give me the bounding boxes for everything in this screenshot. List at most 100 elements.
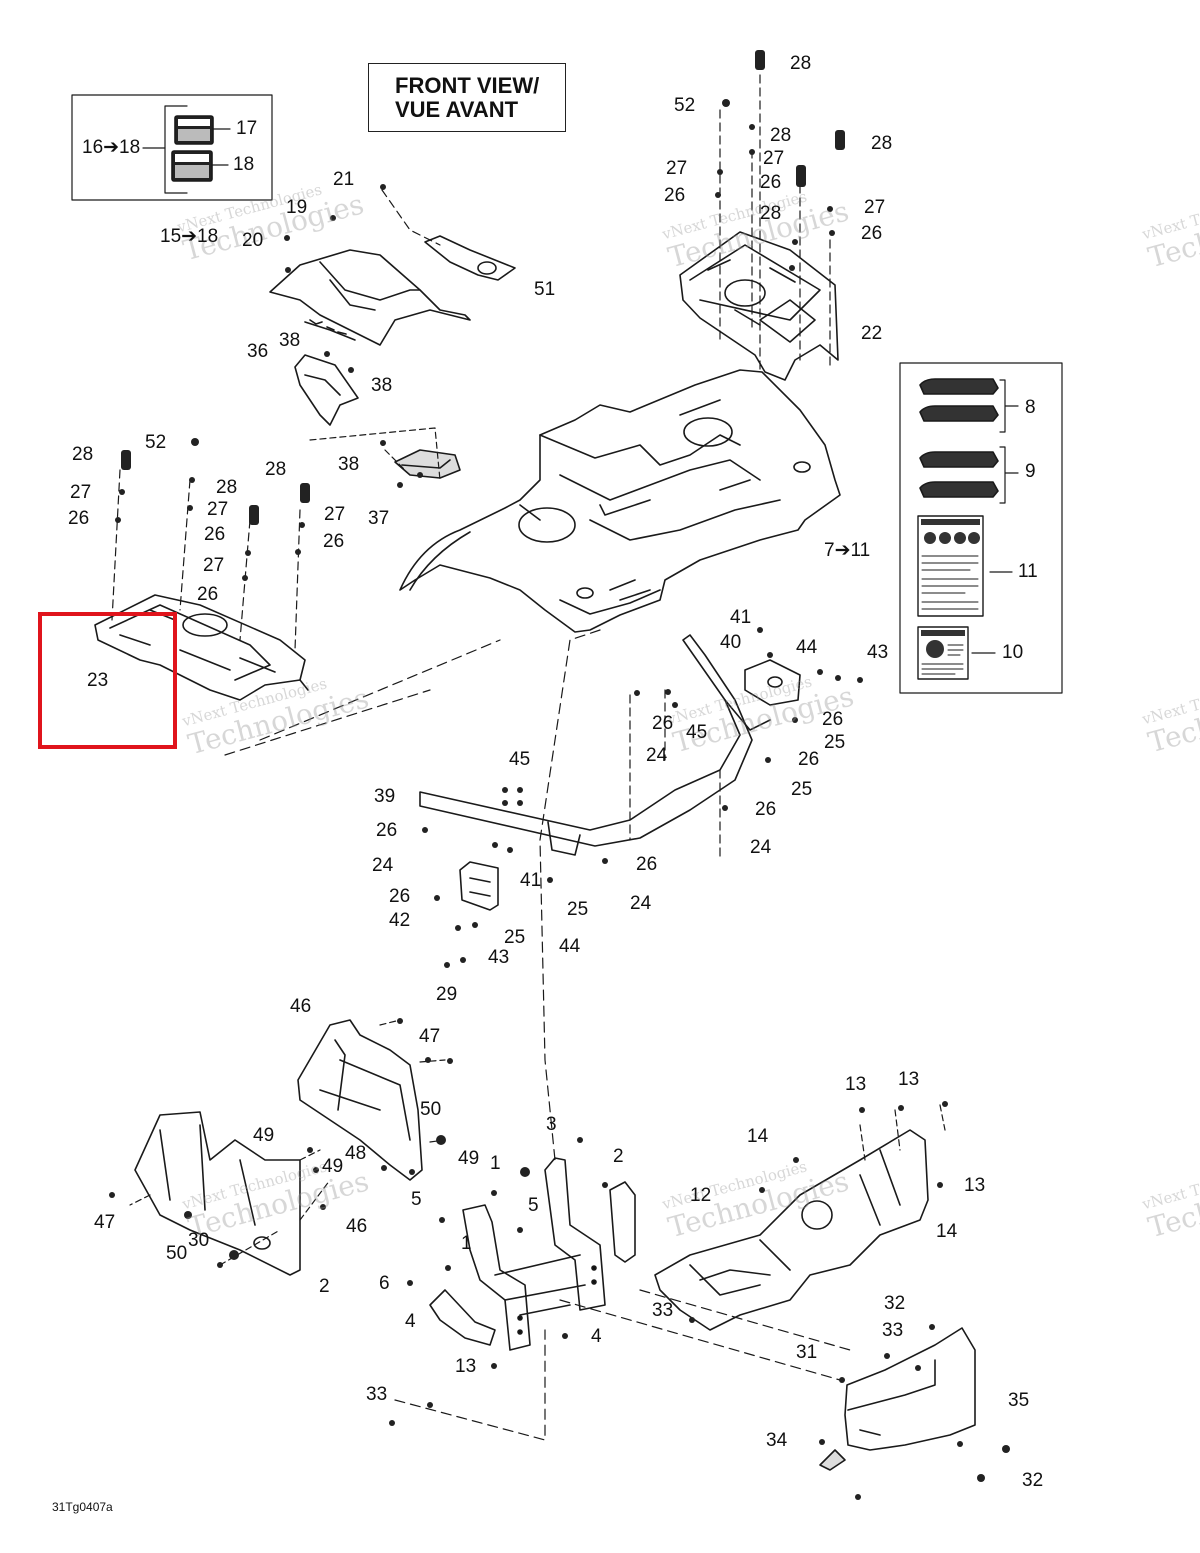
callout-label: 47 — [419, 1026, 441, 1047]
console-cover-21 — [269, 249, 471, 346]
callout-label: 37 — [368, 508, 390, 529]
callout-label: 25 — [791, 779, 813, 800]
callout-label: 24 — [372, 855, 394, 876]
front-rack-support-22 — [679, 231, 839, 381]
callout-label: 32 — [1022, 1470, 1044, 1491]
leader-lines — [111, 74, 946, 1441]
callout-label: 26 — [664, 185, 686, 206]
decal-inset-16-18 — [71, 94, 273, 201]
callout-label: 8 — [1025, 397, 1036, 418]
callout-label: 45 — [509, 749, 531, 770]
callout-label: 14 — [936, 1221, 958, 1242]
callout-label: 25 — [824, 732, 846, 753]
callout-label: 41 — [730, 607, 752, 628]
callout-label: 28 — [72, 444, 94, 465]
callout-label: 7➔11 — [824, 540, 871, 561]
view-title-line1: FRONT VIEW/ — [395, 73, 540, 98]
callout-label: 16➔18 — [82, 137, 141, 158]
callout-label: 45 — [686, 722, 708, 743]
decal-inset-8-11 — [899, 362, 1063, 694]
callout-label: 11 — [1018, 561, 1038, 582]
callout-label: 47 — [94, 1212, 116, 1233]
callout-label: 28 — [871, 133, 893, 154]
callout-label: 33 — [652, 1300, 674, 1321]
callout-label: 48 — [345, 1143, 367, 1164]
callout-label: 2 — [319, 1276, 330, 1297]
callout-label: 24 — [646, 745, 668, 766]
callout-label: 50 — [166, 1243, 188, 1264]
callout-label: 5 — [528, 1195, 539, 1216]
front-fascia-12 — [654, 1129, 929, 1331]
callout-label: 28 — [770, 125, 792, 146]
callout-label: 52 — [145, 432, 167, 453]
bumper-cover-31 — [819, 1327, 976, 1471]
callout-label: 39 — [374, 786, 396, 807]
callout-label: 22 — [861, 323, 883, 344]
callout-label: 18 — [233, 154, 255, 175]
callout-label: 28 — [216, 477, 238, 498]
callout-label: 3 — [546, 1114, 557, 1135]
callout-label: 29 — [436, 984, 458, 1005]
callout-label: 49 — [322, 1156, 344, 1177]
callout-label: 1 — [490, 1153, 501, 1174]
callout-label: 38 — [279, 330, 301, 351]
callout-label: 25 — [567, 899, 589, 920]
callout-label: 41 — [520, 870, 542, 891]
callout-label: 26 — [760, 172, 782, 193]
callout-label: 26 — [861, 223, 883, 244]
callout-label: 26 — [323, 531, 345, 552]
callout-label: 44 — [796, 637, 818, 658]
callout-label: 49 — [458, 1148, 480, 1169]
callout-label: 4 — [591, 1326, 602, 1347]
callout-label: 49 — [253, 1125, 275, 1146]
callout-label: 1 — [461, 1233, 472, 1254]
highlight-box-part-23 — [38, 612, 177, 749]
callout-label: 12 — [690, 1185, 712, 1206]
callout-label: 5 — [411, 1189, 422, 1210]
callout-label: 26 — [822, 709, 844, 730]
callout-label: 27 — [864, 197, 886, 218]
callout-label: 31 — [796, 1342, 818, 1363]
callout-label: 28 — [760, 203, 782, 224]
callout-label: 33 — [882, 1320, 904, 1341]
callout-label: 19 — [286, 197, 308, 218]
fasteners — [109, 50, 1010, 1500]
callout-label: 46 — [346, 1216, 368, 1237]
callout-label: 27 — [203, 555, 225, 576]
callout-label: 26 — [204, 524, 226, 545]
callout-label: 26 — [197, 584, 219, 605]
front-fender-7 — [399, 369, 841, 633]
callout-label: 36 — [247, 341, 269, 362]
callout-label: 23 — [87, 670, 109, 691]
callout-label: 17 — [236, 118, 258, 139]
callout-label: 38 — [338, 454, 360, 475]
callout-label: 13 — [898, 1069, 920, 1090]
callout-label: 4 — [405, 1311, 416, 1332]
callout-label: 25 — [504, 927, 526, 948]
callout-label: 27 — [666, 158, 688, 179]
callout-label: 38 — [371, 375, 393, 396]
callout-label: 26 — [389, 886, 411, 907]
trim-piece-51 — [424, 235, 516, 281]
frame-crossmember-39 — [419, 634, 801, 911]
bracket-37 — [394, 449, 461, 479]
view-title-line2: VUE AVANT — [395, 97, 519, 122]
callout-label: 20 — [242, 230, 264, 251]
callout-label: 10 — [1002, 642, 1024, 663]
callout-label: 26 — [798, 749, 820, 770]
callout-label: 24 — [630, 893, 652, 914]
drawing-id: 31Tg0407a — [52, 1500, 113, 1514]
callout-label: 51 — [534, 279, 556, 300]
callout-label: 13 — [845, 1074, 867, 1095]
callout-label: 6 — [379, 1273, 390, 1294]
callout-label: 26 — [376, 820, 398, 841]
callout-label: 28 — [265, 459, 287, 480]
callout-label: 50 — [420, 1099, 442, 1120]
callout-label: 32 — [884, 1293, 906, 1314]
callout-label: 26 — [68, 508, 90, 529]
callout-label: 24 — [750, 837, 772, 858]
callout-label: 2 — [613, 1146, 624, 1167]
callout-label: 9 — [1025, 461, 1036, 482]
callout-label: 27 — [324, 504, 346, 525]
callout-label: 28 — [790, 53, 812, 74]
